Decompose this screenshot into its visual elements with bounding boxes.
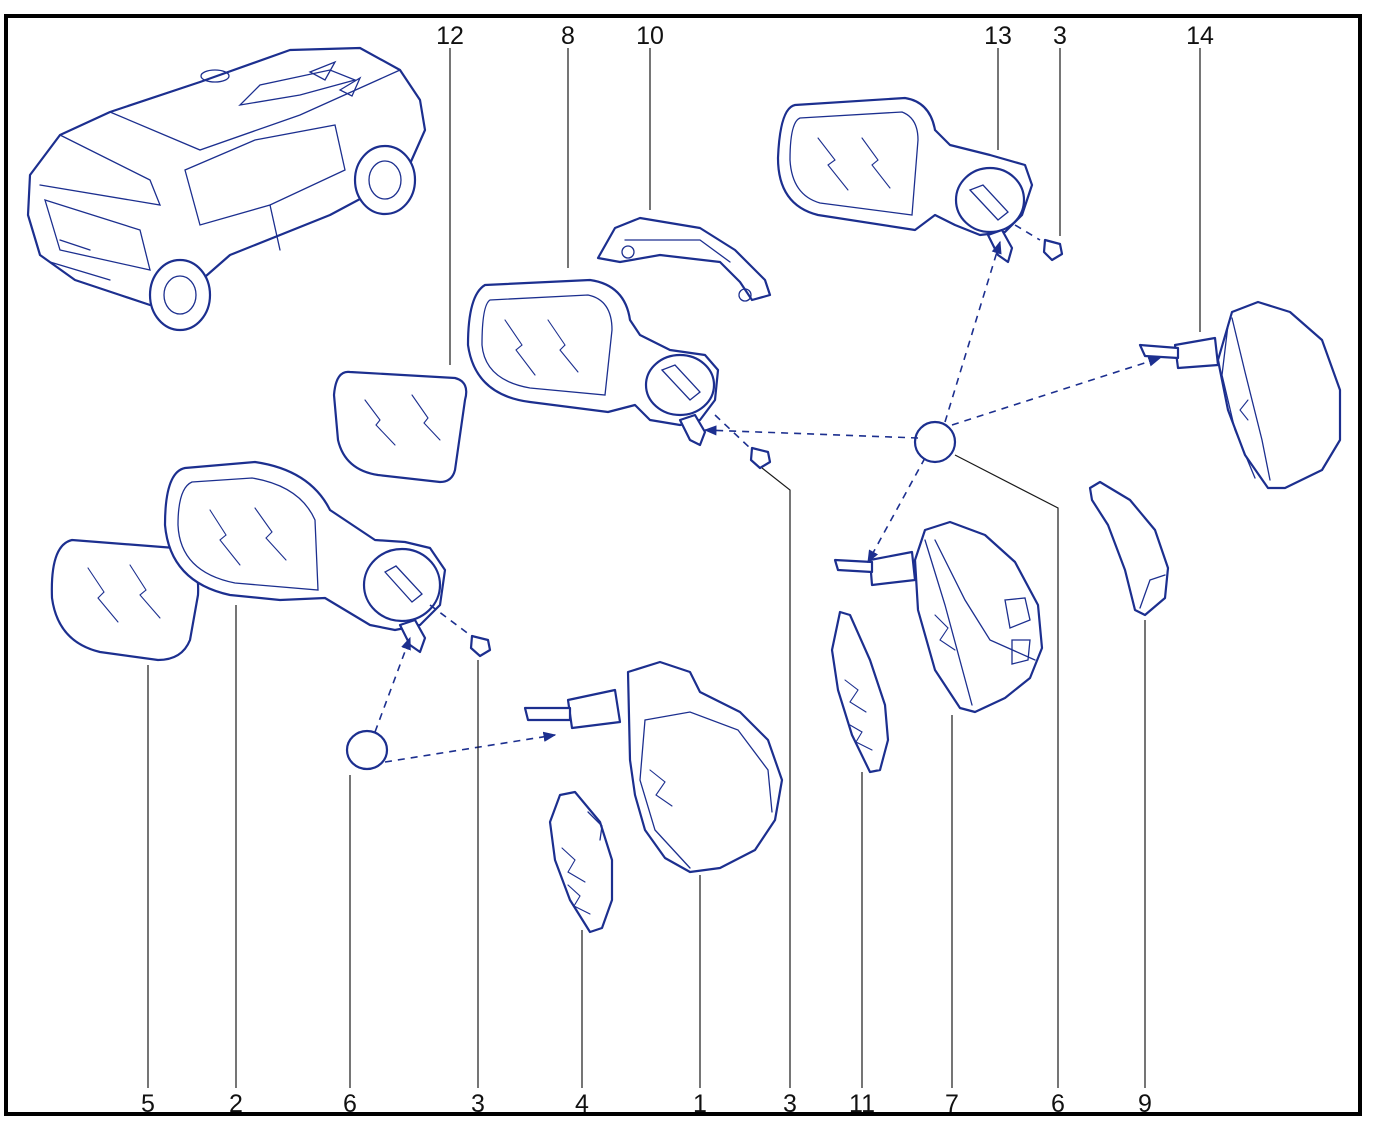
part-4-mirror-glass — [548, 790, 614, 934]
part-13-mirror-assembly — [776, 96, 1034, 264]
part-7-mirror-shell — [833, 520, 1044, 714]
callout-3-middle: 3 — [783, 1090, 797, 1118]
part-8-mirror-assembly — [466, 278, 720, 447]
callout-3-top: 3 — [1053, 22, 1067, 50]
callout-3-left: 3 — [471, 1090, 485, 1118]
callout-6-left: 6 — [343, 1090, 357, 1118]
part-2-mirror-assembly — [163, 460, 447, 654]
part-14-mirror-shell — [1138, 300, 1342, 490]
callout-11: 11 — [849, 1090, 875, 1118]
part-6-clip-disc-center — [913, 420, 957, 464]
part-3-screw-middle — [714, 414, 772, 470]
part-12-mirror-glass — [332, 370, 468, 484]
part-10-mirror-cover — [596, 216, 772, 302]
assembly-arrows — [374, 240, 1162, 763]
callout-1: 1 — [693, 1090, 707, 1118]
callouts-bottom: 5 2 6 3 4 1 3 11 7 6 9 — [141, 1090, 1152, 1118]
part-11-mirror-glass — [830, 610, 890, 774]
callouts-top: 12 8 10 13 3 14 — [436, 22, 1214, 50]
callout-4: 4 — [575, 1090, 589, 1118]
callout-12: 12 — [436, 22, 464, 50]
leader-lines — [147, 48, 1201, 1088]
callout-6-right: 6 — [1051, 1090, 1065, 1118]
callout-13: 13 — [984, 22, 1012, 50]
car-illustration — [26, 46, 427, 332]
callout-2: 2 — [229, 1090, 243, 1118]
part-3-screw-bottom — [429, 604, 492, 658]
callout-14: 14 — [1186, 22, 1214, 50]
callout-8: 8 — [561, 22, 575, 50]
callout-7: 7 — [945, 1090, 959, 1118]
part-3-screw-top — [1014, 224, 1064, 262]
part-1-mirror-shell — [523, 660, 784, 874]
part-6-clip-disc-left — [345, 729, 389, 771]
callout-9: 9 — [1138, 1090, 1152, 1118]
callout-5: 5 — [141, 1090, 155, 1118]
part-9-shell-cover — [1088, 480, 1170, 617]
callout-10: 10 — [636, 22, 664, 50]
